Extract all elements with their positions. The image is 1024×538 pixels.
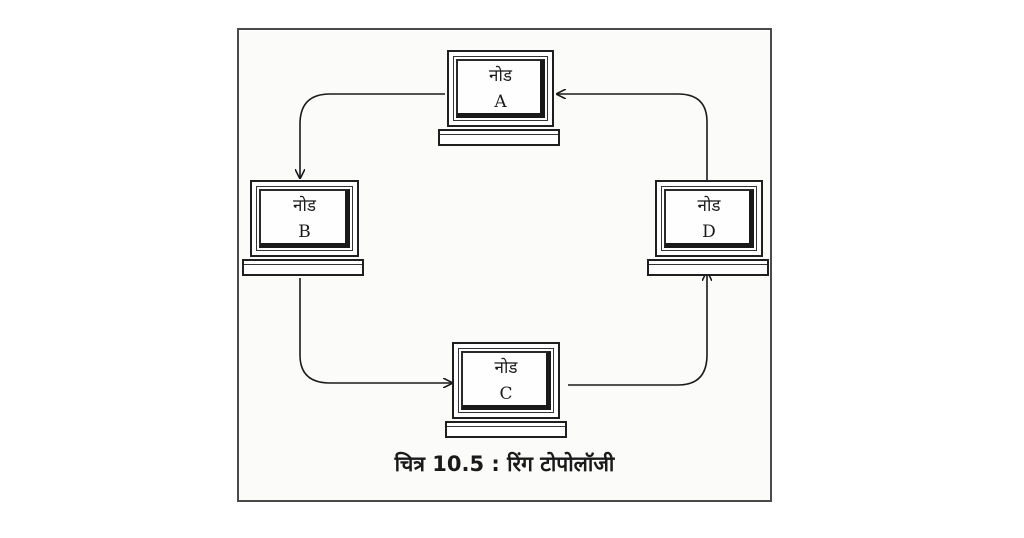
node-a-monitor: नोड A bbox=[447, 50, 554, 127]
node-a-letter: A bbox=[494, 92, 507, 112]
node-c-word: नोड bbox=[494, 358, 518, 378]
node-b: नोड B bbox=[242, 180, 364, 276]
node-a-keyboard-base bbox=[438, 129, 560, 146]
node-b-keyboard-base bbox=[242, 259, 364, 276]
node-b-letter: B bbox=[298, 222, 311, 242]
node-a: नोड A bbox=[438, 50, 560, 146]
link-d-to-a bbox=[557, 94, 708, 180]
node-d-keyboard-base bbox=[647, 259, 769, 276]
node-b-monitor: नोड B bbox=[250, 180, 359, 257]
node-d: नोड D bbox=[647, 180, 769, 276]
node-d-letter: D bbox=[702, 222, 716, 242]
node-b-word: नोड bbox=[293, 196, 316, 216]
node-c-monitor: नोड C bbox=[452, 342, 560, 419]
link-a-to-b bbox=[300, 93, 445, 178]
figure-caption: चित्र 10.5 : रिंग टोपोलॉजी bbox=[394, 452, 615, 476]
link-b-to-c bbox=[299, 278, 452, 383]
node-a-word: नोड bbox=[489, 66, 512, 86]
node-c-keyboard-base bbox=[445, 421, 567, 438]
node-d-word: नोड bbox=[697, 196, 721, 216]
link-c-to-d bbox=[568, 272, 707, 386]
node-c-letter: C bbox=[499, 384, 513, 404]
node-c: नोड C bbox=[445, 342, 567, 438]
node-d-monitor: नोड D bbox=[655, 180, 763, 257]
